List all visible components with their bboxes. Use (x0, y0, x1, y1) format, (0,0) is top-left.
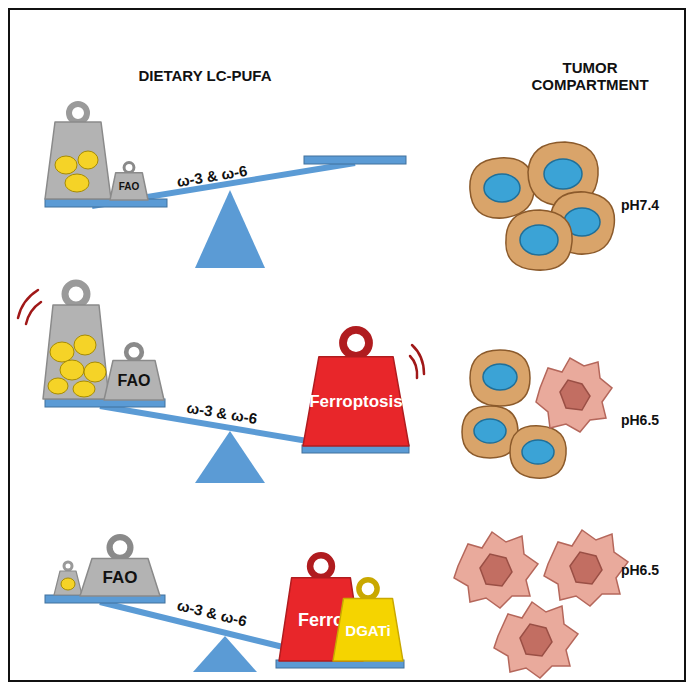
wobble-arc (18, 290, 38, 318)
weight-ring (359, 580, 377, 598)
weight-label: FAO (103, 569, 138, 587)
nucleus (483, 364, 517, 390)
lipid-droplet (48, 378, 68, 394)
weight-shape (333, 577, 403, 661)
lipid-droplet (65, 174, 89, 192)
weight-body (54, 571, 82, 595)
weight-body (110, 173, 148, 200)
weight-ring (110, 537, 131, 558)
fao-weight: FAO (110, 161, 148, 200)
fulcrum (195, 190, 265, 268)
dead-nucleus (560, 380, 590, 410)
platform (304, 156, 406, 164)
lipid-droplet (84, 362, 106, 382)
column-heading: DIETARY LC-PUFA (90, 67, 320, 84)
dead-cell (454, 532, 538, 608)
weight-label: DGATi (345, 623, 390, 639)
column-heading: TUMOR COMPARTMENT (520, 59, 660, 94)
fulcrum (195, 431, 265, 483)
weight-label: FAO (118, 373, 151, 390)
gray-weight (45, 104, 111, 199)
weight-text-area: Ferroptosis (303, 359, 409, 446)
fao-weight: FAO (104, 342, 164, 400)
nucleus (520, 225, 558, 255)
weight-shape (303, 326, 409, 446)
dead-cell (536, 358, 612, 432)
lipid-droplet (60, 360, 84, 380)
weight-ring (64, 562, 72, 570)
weight-ring (69, 104, 87, 122)
gray-weight (43, 283, 109, 399)
ph-label: pH6.5 (605, 412, 675, 428)
live-cells (470, 142, 615, 270)
lipid-droplet (73, 381, 95, 397)
dgat-inhibitor-weight: DGATi (333, 577, 403, 661)
weight-body (43, 305, 109, 399)
weight-text-area: FAO (80, 561, 160, 596)
weight-ring (126, 344, 142, 360)
weight-label: FAO (119, 182, 140, 193)
tumor-cell (506, 210, 572, 270)
dead-nucleus (480, 554, 512, 586)
nucleus (474, 419, 506, 443)
weight-label: Ferroptosis (309, 393, 403, 411)
lipid-droplet (74, 335, 96, 355)
weight-text-area: FAO (110, 175, 148, 200)
lipid-droplet (78, 151, 98, 169)
wobble-arc (26, 302, 41, 324)
nucleus (544, 159, 582, 189)
weight-shape (104, 342, 164, 400)
weight-ring (343, 330, 369, 356)
ph-label: pH6.5 (605, 562, 675, 578)
lipid-droplet (61, 578, 75, 590)
nucleus (522, 440, 554, 464)
weight-ring (310, 555, 332, 577)
weight-ring (124, 162, 134, 172)
weight-body (45, 122, 111, 199)
lipid-droplet (50, 342, 74, 362)
weight-ring (65, 283, 87, 305)
dead-cell (544, 530, 628, 606)
weight-body (80, 559, 160, 596)
mixed-cells (462, 350, 612, 478)
dead-cells (454, 530, 628, 678)
weight-label: Ferro (298, 611, 344, 630)
fao-weight: FAO (80, 534, 160, 596)
gray-weight (54, 562, 82, 595)
weight-body (303, 357, 409, 446)
tumor-cell (470, 158, 534, 218)
weight-body (333, 598, 403, 661)
fulcrum (193, 636, 257, 672)
tumor-cell (510, 426, 566, 478)
ferroptosis-weight: Ferroptosis (303, 326, 409, 446)
dead-nucleus (520, 624, 552, 656)
dead-cell (494, 602, 578, 678)
weight-text-area: FAO (104, 362, 164, 400)
nucleus (484, 174, 520, 202)
weight-text-area: DGATi (333, 600, 403, 661)
dead-nucleus (570, 552, 602, 584)
wobble-arc (410, 356, 417, 378)
lipid-droplet (55, 156, 77, 174)
weight-shape (110, 161, 148, 200)
ph-label: pH7.4 (605, 197, 675, 213)
tumor-cell (470, 350, 530, 406)
weight-body (104, 360, 164, 400)
